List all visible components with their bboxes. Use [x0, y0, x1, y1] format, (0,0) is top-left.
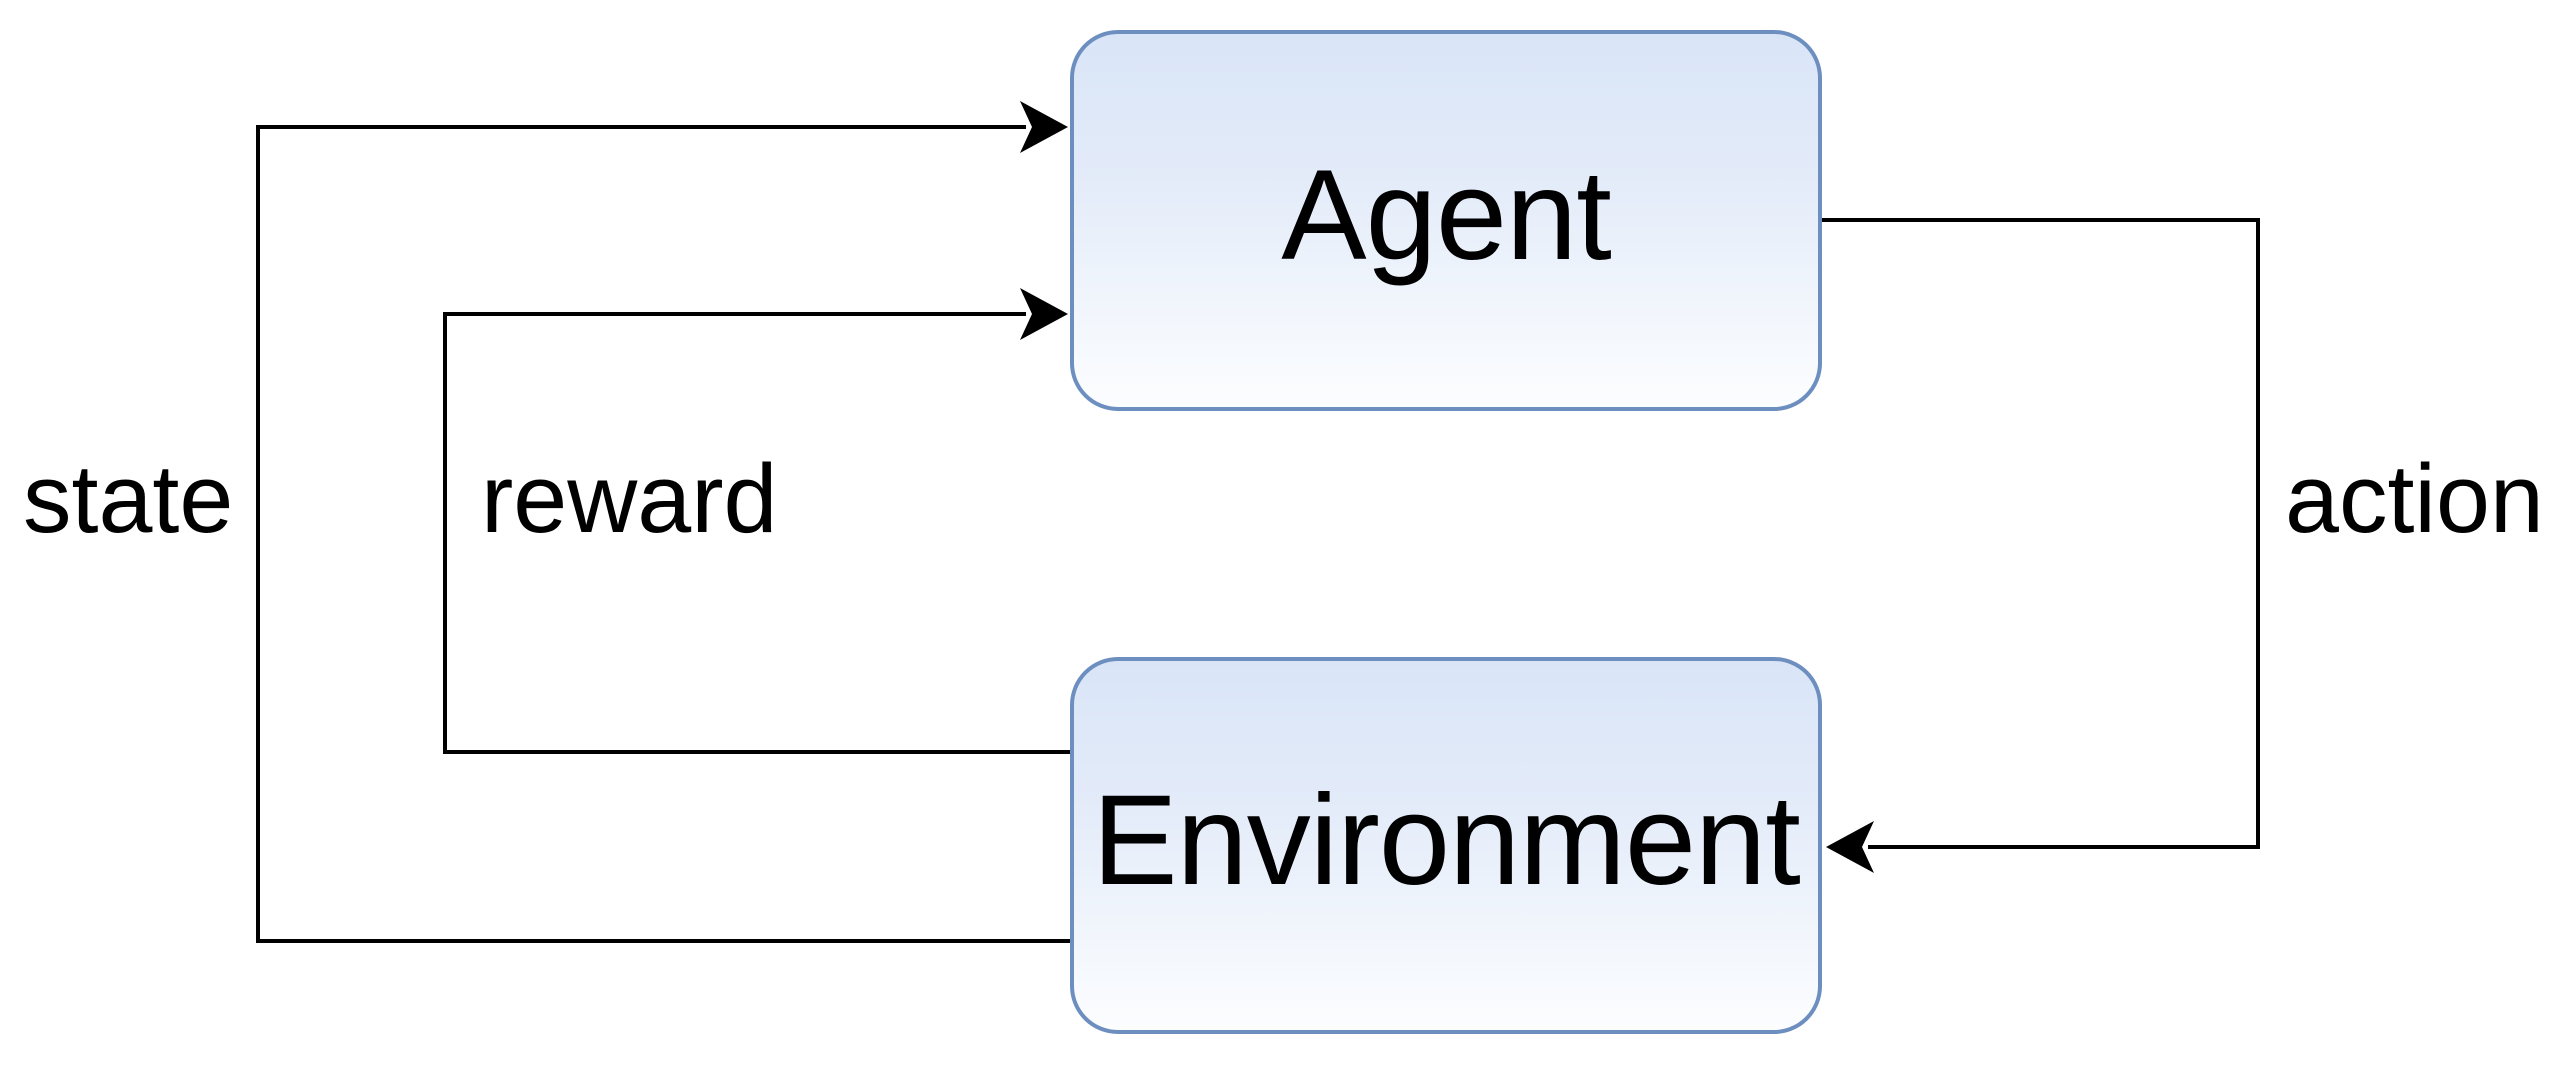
environment-node-label: Environment: [1092, 768, 1801, 912]
state-arrowhead-icon: [1020, 101, 1068, 153]
reward-arrowhead-icon: [1020, 288, 1068, 340]
action-arrowhead-icon: [1826, 821, 1874, 873]
agent-node: Agent: [1070, 30, 1822, 411]
reward-edge-label: reward: [481, 444, 778, 553]
agent-node-label: Agent: [1281, 143, 1611, 287]
environment-node: Environment: [1070, 657, 1822, 1034]
action-edge-label: action: [2285, 444, 2544, 553]
state-edge-label: state: [23, 444, 234, 553]
action-edge-line: [1822, 218, 2260, 849]
